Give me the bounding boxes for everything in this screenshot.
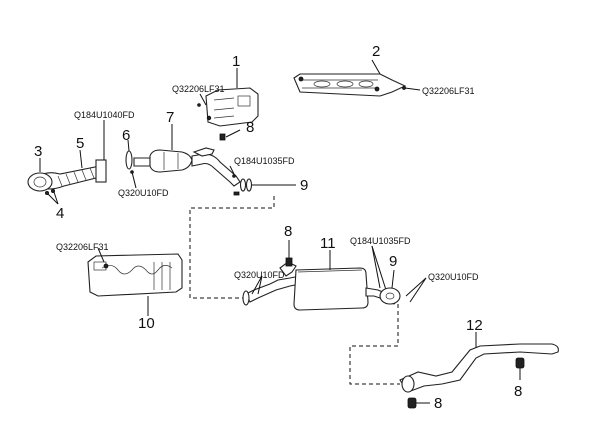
callout-6: 6: [122, 127, 130, 144]
bolt-shield-front: [197, 103, 201, 107]
connector-dashed-1: [189, 196, 275, 299]
callout-3: 3: [34, 143, 42, 160]
gasket-muffler-inlet: [242, 290, 250, 306]
callout-2: 2: [372, 43, 380, 60]
leader-6: [127, 139, 130, 152]
callout-10: 10: [138, 315, 155, 332]
leader-2: [371, 59, 381, 75]
callout-1: 1: [232, 53, 240, 70]
heat-shield-2: [293, 73, 407, 97]
callout-7: 7: [166, 109, 174, 126]
connector-dashed-2: [349, 304, 400, 385]
leader-9b: [391, 269, 395, 289]
code-bolt-cat: Q184U1035FD: [234, 156, 295, 166]
callout-8b: 8: [284, 223, 292, 240]
code-bolt-shield-front: Q32206LF31: [172, 84, 225, 94]
callout-12: 12: [466, 317, 483, 334]
leader-nut-muffler-inlet-b: [257, 275, 263, 295]
leader-bolt-shield-front: [199, 93, 207, 106]
heat-shield-1: [205, 87, 259, 127]
leader-bolt-shield-bottom: [97, 247, 105, 263]
leader-4b: [53, 191, 59, 205]
callout-4: 4: [56, 205, 64, 222]
stud-4b: [51, 188, 56, 193]
bolt-shield-top: [402, 86, 406, 90]
flange-3: [27, 172, 53, 192]
callout-11: 11: [320, 235, 336, 252]
callout-8c: 8: [434, 395, 442, 412]
code-bolt-shield-bottom: Q32206LF31: [56, 242, 109, 252]
callout-8d: 8: [514, 383, 522, 400]
code-nut-muffler-outlet: Q320U10FD: [428, 272, 479, 282]
leader-5: [79, 149, 83, 169]
gasket-6: [125, 150, 133, 170]
gasket-9b: [379, 287, 401, 305]
leader-nut-muffler-outlet-b: [409, 277, 427, 303]
callout-8a: 8: [246, 119, 254, 136]
leader-8a: [225, 129, 241, 138]
catalytic-converter-7: [133, 147, 241, 187]
leader-bolt-muffler-outlet-b: [371, 245, 387, 291]
callout-9b: 9: [389, 253, 397, 270]
code-nut-muffler-inlet: Q320U10FD: [234, 270, 285, 280]
leader-nut-muffler-inlet-a: [251, 275, 263, 295]
tail-pipe-12: [399, 343, 559, 393]
gasket-9a: [239, 178, 253, 192]
nut-front-pipe: [130, 170, 134, 174]
rubber-hanger-8c: [407, 397, 417, 409]
leader-bolt-muffler-outlet-a: [371, 245, 381, 289]
rubber-hanger-8d: [515, 357, 525, 369]
code-nut-front-pipe: Q320U10FD: [118, 188, 169, 198]
hanger-8b: [285, 257, 293, 267]
code-bolt-muffler-outlet: Q184U1035FD: [350, 236, 411, 246]
leader-bolt-shield-top: [404, 87, 421, 91]
leader-bolt-cat: [229, 165, 235, 175]
leader-nut-front-pipe: [131, 171, 137, 189]
callout-5: 5: [76, 135, 84, 152]
nut-cat: [233, 191, 240, 196]
hanger-8a: [219, 133, 226, 141]
heat-shield-10: [87, 253, 183, 297]
code-bolt-shield-top: Q32206LF31: [422, 86, 475, 96]
code-bolt-front-pipe: Q184U1040FD: [74, 110, 135, 120]
bolt-cat: [232, 174, 236, 178]
leader-4a: [47, 193, 59, 205]
stud-4a: [45, 190, 50, 195]
leader-nut-muffler-outlet-a: [405, 277, 427, 297]
callout-9a: 9: [300, 177, 308, 194]
